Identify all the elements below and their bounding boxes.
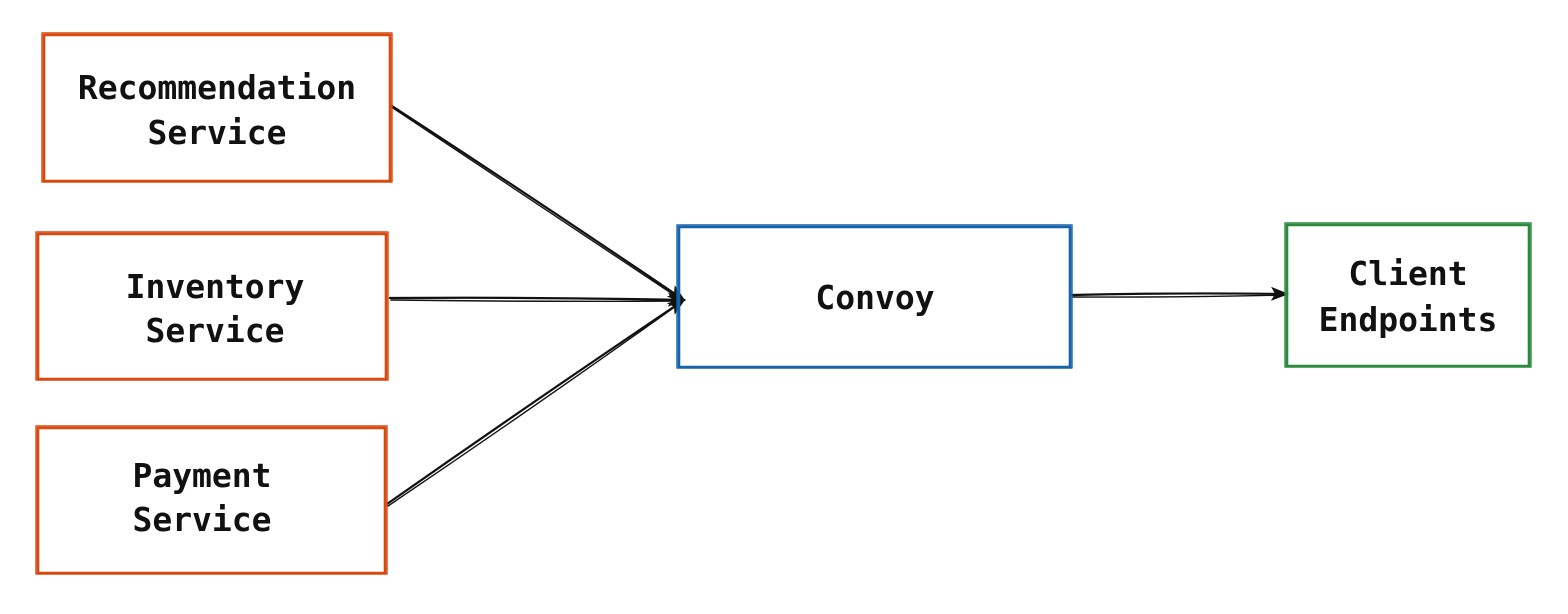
- node-inventory-border: [36, 232, 388, 381]
- node-payment-label-line-1: Payment: [132, 456, 271, 495]
- edge-recommendation-to-convoy: [390, 104, 686, 302]
- edge-payment-to-convoy: [385, 298, 686, 506]
- node-payment-label-line-2: Service: [132, 500, 271, 539]
- node-client-label-line-1: Client: [1348, 254, 1467, 293]
- node-recommendation-border-sketch: [41, 32, 393, 183]
- node-inventory-border-sketch: [35, 231, 389, 381]
- edge-payment-to-convoy-sketch: [387, 300, 684, 507]
- node-convoy-border-sketch: [676, 224, 1073, 369]
- edge-recommendation-to-convoy-sketch: [392, 107, 684, 302]
- edge-inventory-to-convoy: [388, 292, 686, 307]
- node-payment-border-sketch: [35, 425, 388, 575]
- node-recommendation-service: Recommendation Service: [41, 32, 393, 183]
- edge-convoy-to-client: [1070, 286, 1289, 301]
- node-payment-border: [36, 426, 387, 575]
- node-client-border: [1285, 223, 1531, 368]
- edge-inventory-to-convoy-sketch: [390, 299, 684, 303]
- node-recommendation-border: [42, 33, 392, 183]
- node-recommendation-label-line-1: Recommendation: [78, 68, 356, 107]
- edge-convoy-to-client-sketch: [1072, 294, 1287, 298]
- node-convoy-label-line-1: Convoy: [815, 278, 934, 317]
- node-recommendation-label-line-2: Service: [147, 113, 286, 152]
- node-inventory-label-line-2: Service: [145, 311, 284, 350]
- node-client-border-sketch: [1284, 222, 1532, 368]
- node-client-endpoints: Client Endpoints: [1284, 222, 1532, 368]
- node-payment-service: Payment Service: [35, 425, 388, 575]
- node-client-label-line-2: Endpoints: [1319, 300, 1498, 339]
- node-convoy-border: [677, 225, 1072, 369]
- node-convoy: Convoy: [676, 224, 1073, 369]
- node-inventory-label-line-1: Inventory: [126, 267, 305, 306]
- edges-layer: [385, 104, 1289, 507]
- node-inventory-service: Inventory Service: [35, 231, 389, 381]
